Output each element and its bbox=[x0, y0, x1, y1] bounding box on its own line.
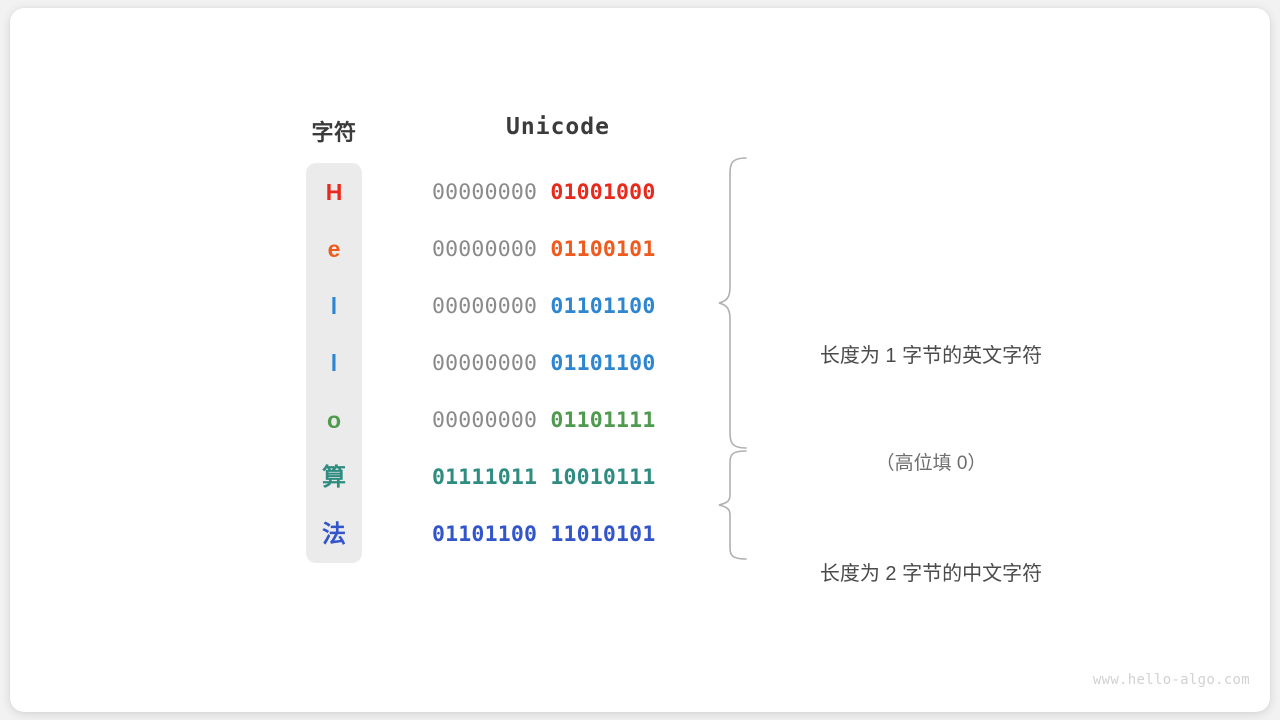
byte-separator bbox=[537, 522, 550, 547]
row-low-byte: 10010111 bbox=[550, 465, 656, 490]
row-low-byte: 01101100 bbox=[550, 351, 656, 376]
row-unicode-bits: 01101100 11010101 bbox=[432, 506, 692, 563]
character-row: l 00000000 01101100 bbox=[306, 335, 726, 392]
column-header-character: 字符 bbox=[311, 120, 357, 145]
character-column-background bbox=[306, 163, 362, 563]
row-high-byte: 00000000 bbox=[432, 294, 538, 319]
row-unicode-bits: 00000000 01100101 bbox=[432, 221, 692, 278]
column-header-unicode: Unicode bbox=[506, 114, 610, 140]
note-one-byte-line2: （高位填 0） bbox=[875, 453, 987, 474]
row-character: H bbox=[325, 179, 343, 205]
row-high-byte: 01111011 bbox=[432, 465, 538, 490]
row-character: 算 bbox=[322, 464, 346, 491]
row-low-byte: 01001000 bbox=[550, 180, 656, 205]
byte-separator bbox=[537, 180, 550, 205]
byte-separator bbox=[537, 294, 550, 319]
row-character: l bbox=[330, 293, 338, 319]
row-high-byte: 00000000 bbox=[432, 351, 538, 376]
character-row: e 00000000 01100101 bbox=[306, 221, 726, 278]
note-one-byte-line1: 长度为 1 字节的英文字符 bbox=[819, 345, 1043, 367]
note-one-byte: 长度为 1 字节的英文字符 （高位填 0） bbox=[786, 266, 1076, 554]
row-high-byte: 00000000 bbox=[432, 180, 538, 205]
byte-separator bbox=[537, 408, 550, 433]
brace-two-byte bbox=[718, 450, 747, 560]
row-unicode-bits: 00000000 01101111 bbox=[432, 392, 692, 449]
byte-separator bbox=[537, 237, 550, 262]
row-character: e bbox=[327, 236, 341, 262]
brace-one-byte bbox=[718, 157, 747, 449]
row-character: o bbox=[326, 407, 342, 433]
byte-separator bbox=[537, 351, 550, 376]
row-unicode-bits: 00000000 01101100 bbox=[432, 278, 692, 335]
row-character: l bbox=[330, 350, 338, 376]
row-unicode-bits: 01111011 10010111 bbox=[432, 449, 692, 506]
row-unicode-bits: 00000000 01101100 bbox=[432, 335, 692, 392]
byte-separator bbox=[537, 465, 550, 490]
row-high-byte: 00000000 bbox=[432, 408, 538, 433]
row-character: 法 bbox=[322, 521, 346, 548]
watermark: www.hello-algo.com bbox=[1092, 672, 1250, 688]
row-low-byte: 11010101 bbox=[550, 522, 656, 547]
note-two-byte: 长度为 2 字节的中文字符 bbox=[786, 484, 1076, 664]
note-two-byte-line1: 长度为 2 字节的中文字符 bbox=[819, 563, 1043, 585]
diagram-card bbox=[10, 8, 1270, 712]
character-row: H 00000000 01001000 bbox=[306, 164, 726, 221]
character-row: o 00000000 01101111 bbox=[306, 392, 726, 449]
row-low-byte: 01101100 bbox=[550, 294, 656, 319]
row-low-byte: 01101111 bbox=[550, 408, 656, 433]
character-row: 法 01101100 11010101 bbox=[306, 506, 726, 563]
row-high-byte: 01101100 bbox=[432, 522, 538, 547]
row-high-byte: 00000000 bbox=[432, 237, 538, 262]
character-row: l 00000000 01101100 bbox=[306, 278, 726, 335]
character-row: 算 01111011 10010111 bbox=[306, 449, 726, 506]
row-unicode-bits: 00000000 01001000 bbox=[432, 164, 692, 221]
row-low-byte: 01100101 bbox=[550, 237, 656, 262]
